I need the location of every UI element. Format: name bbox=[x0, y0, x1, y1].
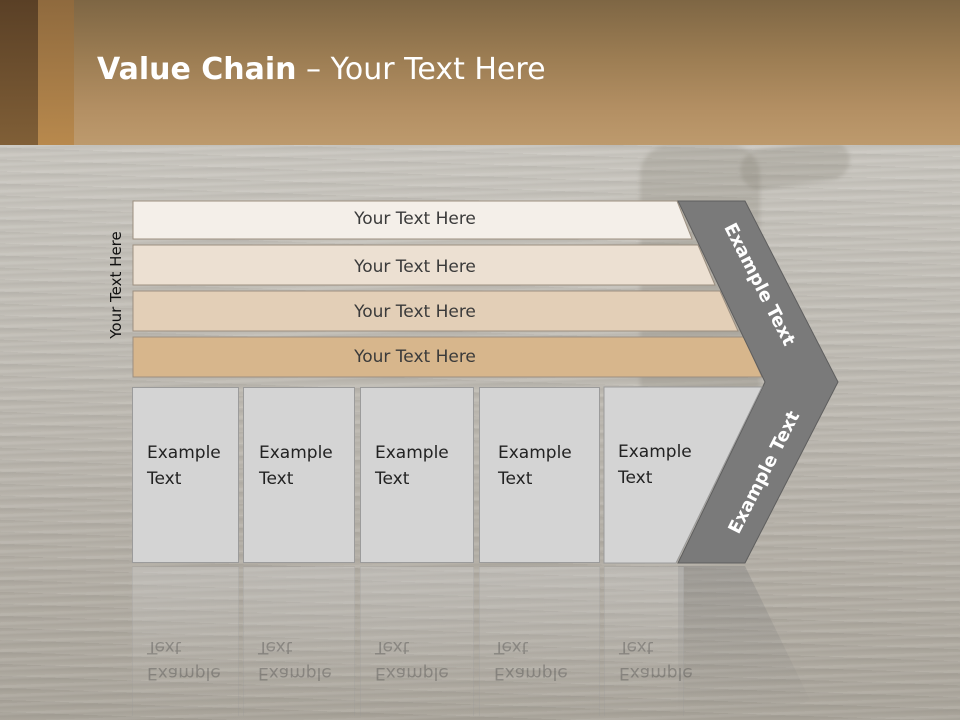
header-accent-strip-light bbox=[38, 0, 74, 145]
activity-box-text: Example Text bbox=[259, 443, 333, 489]
activity-box-text: Example Text bbox=[147, 443, 221, 489]
activity-box-text: Example Text bbox=[375, 443, 449, 489]
box-reflection: Example Text bbox=[132, 566, 239, 716]
side-label: Your Text Here bbox=[107, 231, 125, 339]
box-reflection: Example Text bbox=[360, 566, 474, 716]
row-bar-2 bbox=[132, 244, 716, 286]
chevron-reflection bbox=[678, 566, 810, 716]
row-label-4: Your Text Here bbox=[354, 347, 476, 367]
activity-box-3: Example Text bbox=[360, 387, 474, 563]
box-reflection: Example Text bbox=[479, 566, 600, 716]
row-bar-3 bbox=[132, 290, 739, 332]
box-5-arrow-tip bbox=[603, 386, 763, 564]
activity-box-5-text: Example Text bbox=[618, 442, 692, 488]
header-accent-strip bbox=[0, 0, 38, 145]
row-label-1: Your Text Here bbox=[354, 209, 476, 229]
header-band: Value Chain – Your Text Here bbox=[0, 0, 960, 145]
row-label-3: Your Text Here bbox=[354, 302, 476, 322]
activity-box-4: Example Text bbox=[479, 387, 600, 563]
reflection-text: Example Text bbox=[147, 637, 221, 683]
activity-box-text: Example Text bbox=[498, 443, 572, 489]
reflection-text: Example Text bbox=[375, 637, 449, 683]
row-bar-1 bbox=[132, 200, 693, 240]
box-reflection: Example Text bbox=[604, 566, 693, 716]
row-label-2: Your Text Here bbox=[354, 257, 476, 277]
chevron-arrow bbox=[677, 200, 839, 564]
activity-box-1: Example Text bbox=[132, 387, 239, 563]
reflection-text: Example Text bbox=[494, 637, 568, 683]
row-bar-4 bbox=[132, 336, 763, 378]
reflection-text: Example Text bbox=[258, 637, 332, 683]
box-reflection: Example Text bbox=[243, 566, 355, 716]
reflection-text: Example Text bbox=[619, 637, 693, 683]
activity-box-2: Example Text bbox=[243, 387, 355, 563]
page-title: Value Chain – Your Text Here bbox=[97, 52, 546, 87]
title-rest: – Your Text Here bbox=[296, 52, 546, 87]
title-bold: Value Chain bbox=[97, 52, 297, 87]
